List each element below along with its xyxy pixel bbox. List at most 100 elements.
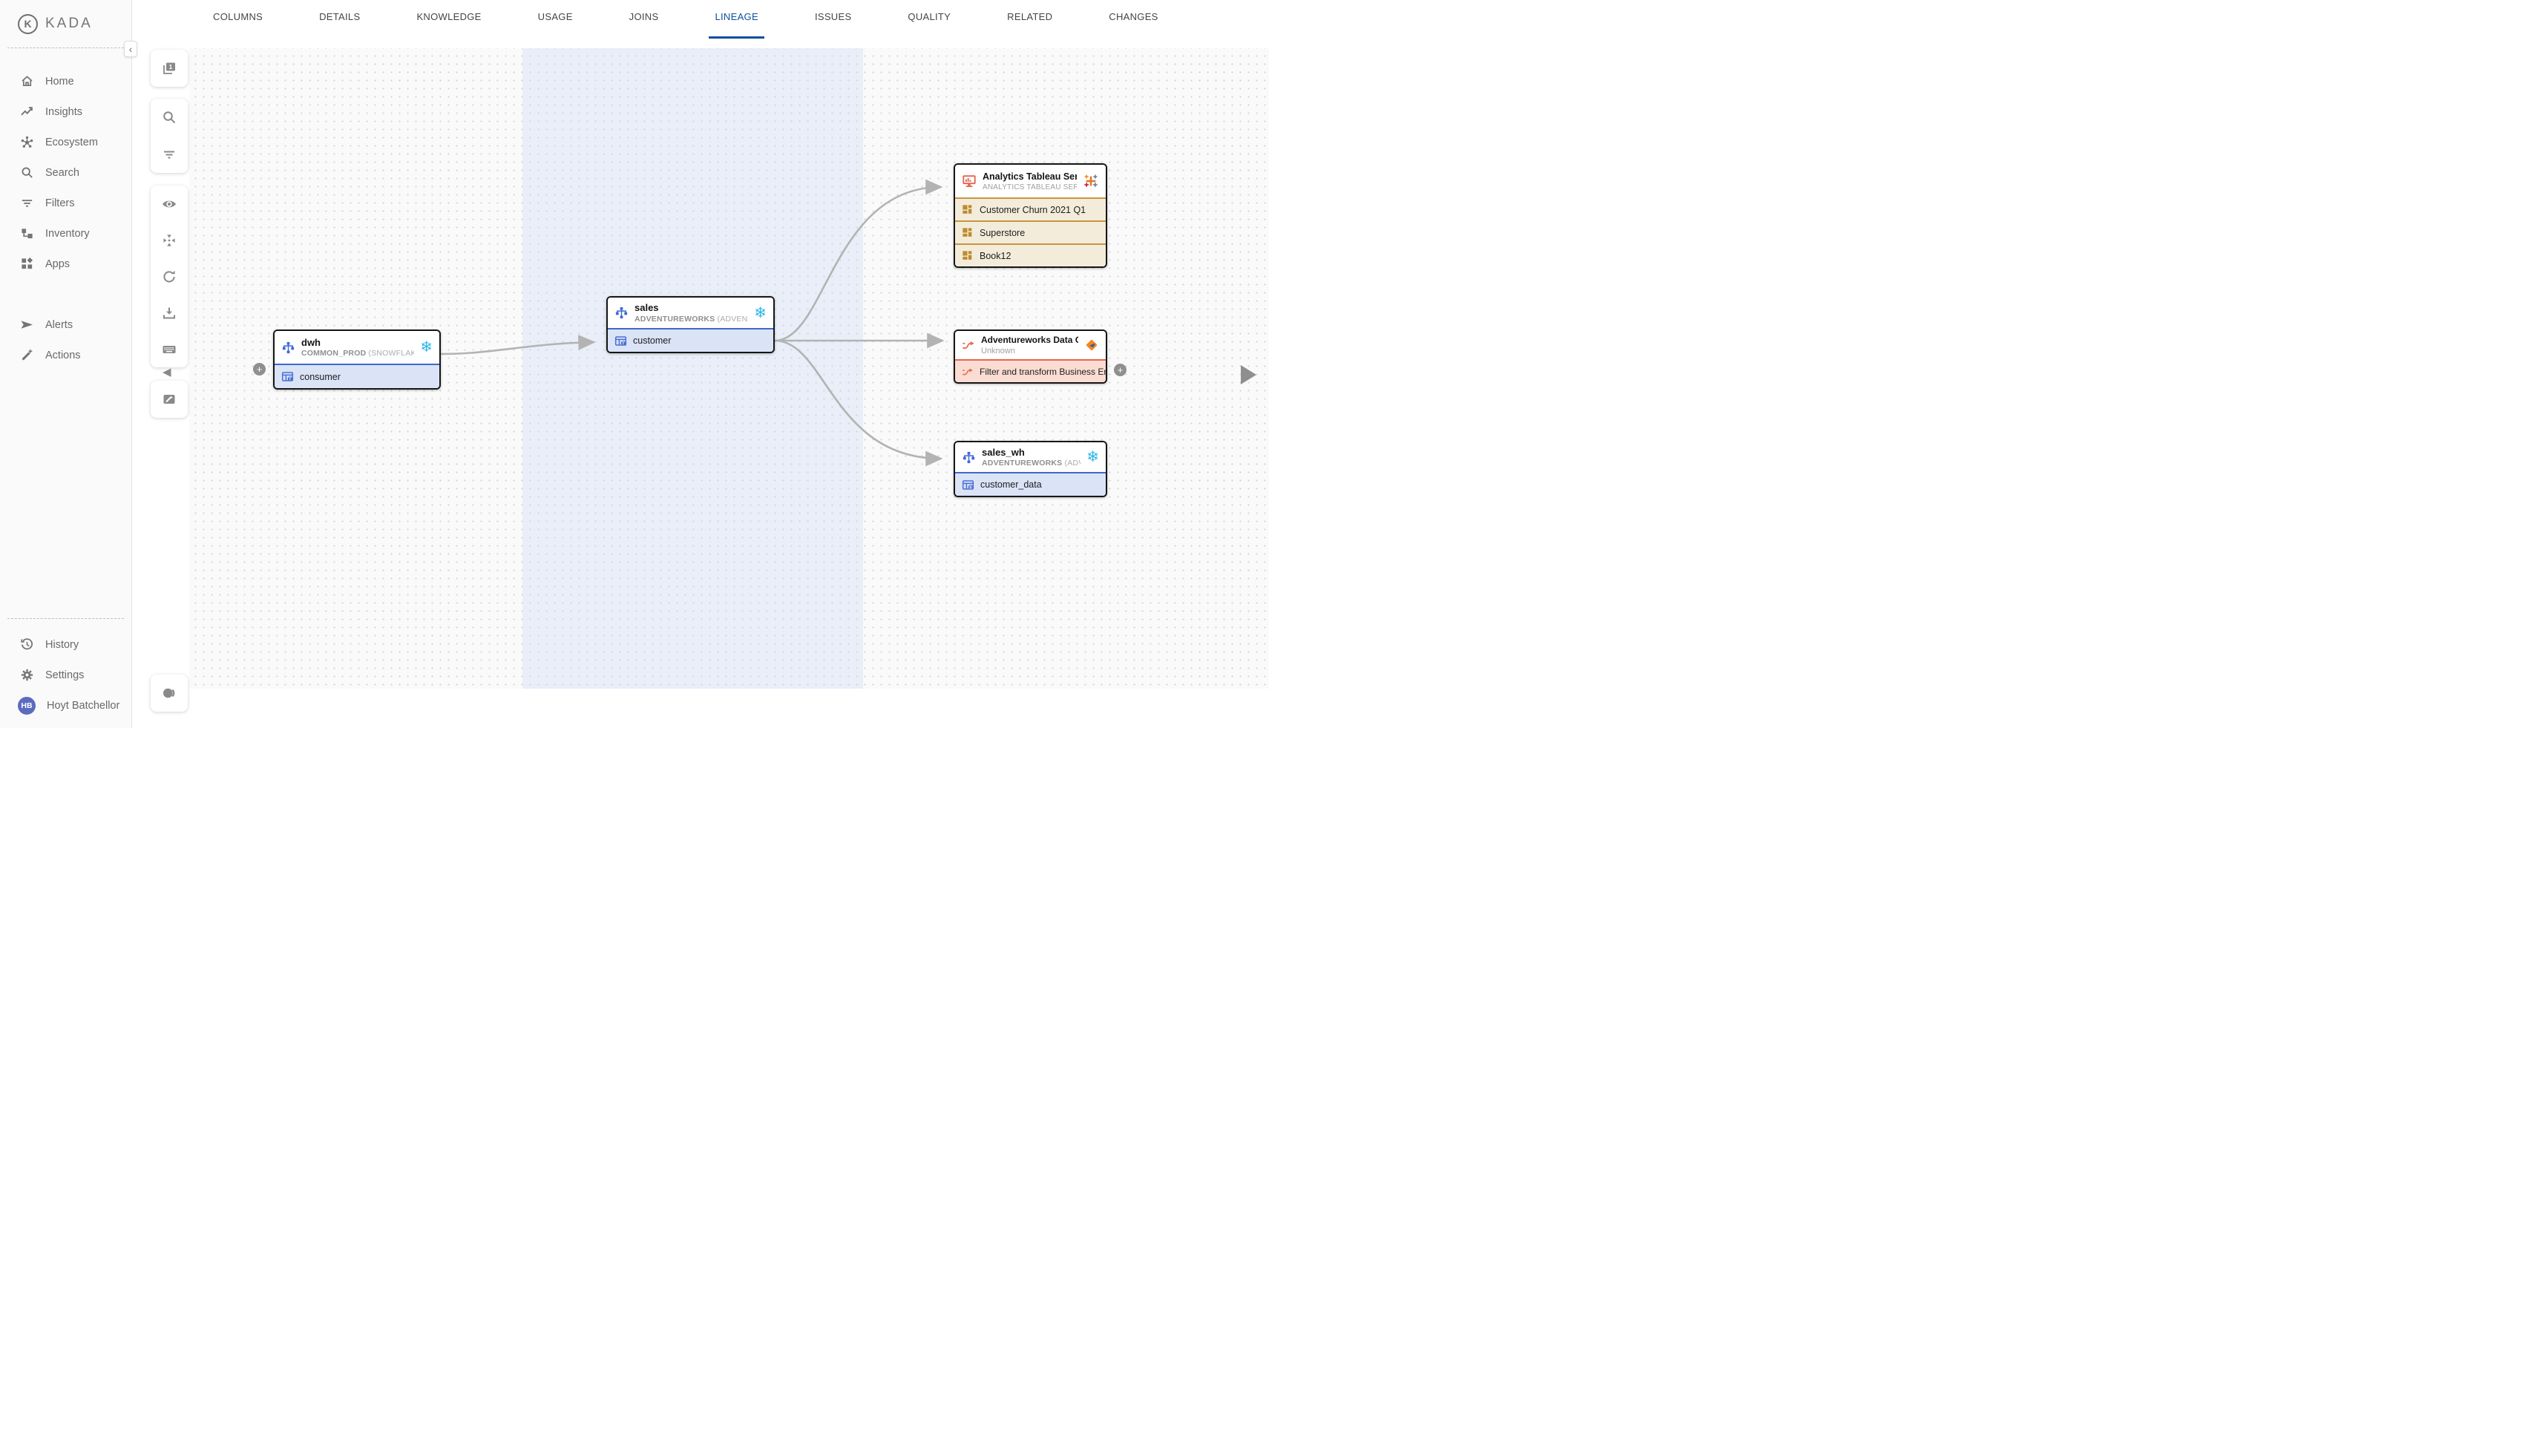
center-focus-button[interactable] [151,222,188,258]
workbook-icon [963,227,972,237]
tab-knowledge[interactable]: KNOWLEDGE [416,11,482,22]
filter-icon [22,200,33,207]
sidebar-item-ecosystem[interactable]: Ecosystem [0,127,131,157]
snowflake-icon: ❄ [420,339,433,355]
node-title: sales_wh [982,446,1025,458]
avatar: HB [18,696,36,715]
node-tableau-header[interactable]: Analytics Tableau Server ANALYTICS TABLE… [955,165,1106,197]
sidebar-item-label: Search [45,166,79,179]
node-title: Adventureworks Data Cleansi… [981,335,1078,346]
sidebar-item-filters[interactable]: Filters [0,188,131,218]
node-sales-header[interactable]: sales ADVENTUREWORKS (ADVENT… ❄ [608,298,773,328]
node-analytics-tableau-server[interactable]: Analytics Tableau Server ANALYTICS TABLE… [954,163,1107,268]
sidebar-item-home[interactable]: Home [0,66,131,96]
node-dwh-header[interactable]: dwh COMMON_PROD (SNOWFLAK… ❄ [275,331,439,364]
sidebar-item-label: Insights [45,105,82,118]
sidebar-item-search[interactable]: Search [0,157,131,188]
tab-changes[interactable]: CHANGES [1109,11,1158,22]
tab-usage[interactable]: USAGE [537,11,573,22]
gear-icon [21,669,33,681]
sidebar-item-label: History [45,638,79,651]
edge-sales-to-saleswh [774,339,943,467]
wand-icon [22,349,33,361]
layers-depth-button[interactable]: 1 [151,50,188,87]
row-customer[interactable]: T customer [608,328,773,352]
table-icon: T [614,335,627,346]
node-subtitle: ADVENTUREWORKS (ADVENT… [982,459,1081,468]
table-icon: S [962,479,974,490]
edit-note-button[interactable] [151,381,188,418]
row-customer-data[interactable]: S customer_data [955,472,1106,496]
sidebar-item-alerts[interactable]: Alerts [0,309,131,340]
svg-text:1: 1 [169,63,173,70]
snowflake-icon: ❄ [754,304,767,321]
edge-dwh-to-sales [440,335,596,355]
sidebar: K KADA Home Insights Ecosystem Search [0,0,132,728]
tab-columns[interactable]: COLUMNS [213,11,263,22]
visibility-button[interactable] [151,186,188,222]
workbook-icon [963,250,972,260]
keyboard-icon [163,345,176,353]
tab-joins[interactable]: JOINS [629,11,659,22]
sidebar-item-inventory[interactable]: Inventory [0,218,131,249]
contrast-icon [163,688,175,698]
sidebar-item-actions[interactable]: Actions [0,340,131,370]
toolbar-search-card [151,99,188,173]
eye-icon [163,200,176,207]
insights-icon [21,107,33,116]
download-button[interactable] [151,295,188,331]
node-subtitle: COMMON_PROD (SNOWFLAK… [301,349,414,358]
node-saleswh-header[interactable]: sales_wh ADVENTUREWORKS (ADVENT… ❄ [955,442,1106,472]
tab-related[interactable]: RELATED [1007,11,1053,22]
expand-downstream-button[interactable]: + [1114,364,1127,376]
paper-plane-icon [21,321,33,329]
tab-lineage[interactable]: LINEAGE [709,0,765,39]
canvas-filter-button[interactable] [151,136,188,173]
monitor-chart-icon [963,175,976,187]
sidebar-item-label: Apps [45,258,70,270]
row-book12[interactable]: Book12 [955,243,1106,266]
row-customer-churn[interactable]: Customer Churn 2021 Q1 [955,197,1106,220]
toolbar-view-card [151,186,188,367]
tab-details[interactable]: DETAILS [319,11,361,22]
row-consumer[interactable]: T consumer [275,364,439,388]
layers-depth-icon: 1 [163,62,175,74]
contrast-theme-button[interactable] [151,675,188,712]
snowflake-icon: ❄ [1086,449,1099,465]
sidebar-collapse-button[interactable]: ‹ [124,41,137,57]
row-superstore[interactable]: Superstore [955,220,1106,243]
row-filter-transform[interactable]: Filter and transform Business Entiti… [955,359,1106,382]
tab-quality[interactable]: QUALITY [908,11,951,22]
node-subtitle: Unknown [981,346,1015,355]
refresh-button[interactable] [151,258,188,295]
node-sales[interactable]: sales ADVENTUREWORKS (ADVENT… ❄ T custom… [606,296,775,353]
sidebar-item-apps[interactable]: Apps [0,249,131,279]
lineage-page: K KADA Home Insights Ecosystem Search [0,0,1269,728]
edge-sales-to-tableau [774,179,943,342]
node-dwh[interactable]: dwh COMMON_PROD (SNOWFLAK… ❄ T consumer [273,329,441,390]
node-subtitle: ANALYTICS TABLEAU SERVER [983,183,1077,191]
lineage-canvas[interactable]: dwh COMMON_PROD (SNOWFLAK… ❄ T consumer … [189,48,1269,689]
expand-upstream-button[interactable]: + [253,363,266,376]
sidebar-menu: Home Insights Ecosystem Search Filters I… [0,66,131,370]
node-cleansing-header[interactable]: Adventureworks Data Cleansi… Unknown [955,331,1106,359]
row-label: Filter and transform Business Entiti… [980,366,1106,377]
node-adventureworks-data-cleansing[interactable]: Adventureworks Data Cleansi… Unknown Fil… [954,329,1107,384]
toolbar-depth-card: 1 [151,50,188,87]
sidebar-item-label: Ecosystem [45,136,98,148]
sidebar-item-history[interactable]: History [0,629,131,660]
collapse-toolbar-button[interactable]: ◀ [163,366,171,378]
sidebar-item-settings[interactable]: Settings [0,660,131,690]
row-label: Superstore [980,227,1026,238]
pan-right-button[interactable] [1241,365,1256,384]
workbook-icon [963,204,972,214]
canvas-search-button[interactable] [151,99,188,136]
sidebar-item-user[interactable]: HB Hoyt Batchellor [0,690,131,721]
sidebar-item-label: Actions [45,349,81,361]
sidebar-item-insights[interactable]: Insights [0,96,131,127]
node-sales-wh[interactable]: sales_wh ADVENTUREWORKS (ADVENT… ❄ S cus… [954,441,1107,497]
divider [7,618,124,619]
keyboard-button[interactable] [151,331,188,367]
app-logo: K KADA [0,0,131,36]
tab-issues[interactable]: ISSUES [814,11,852,22]
